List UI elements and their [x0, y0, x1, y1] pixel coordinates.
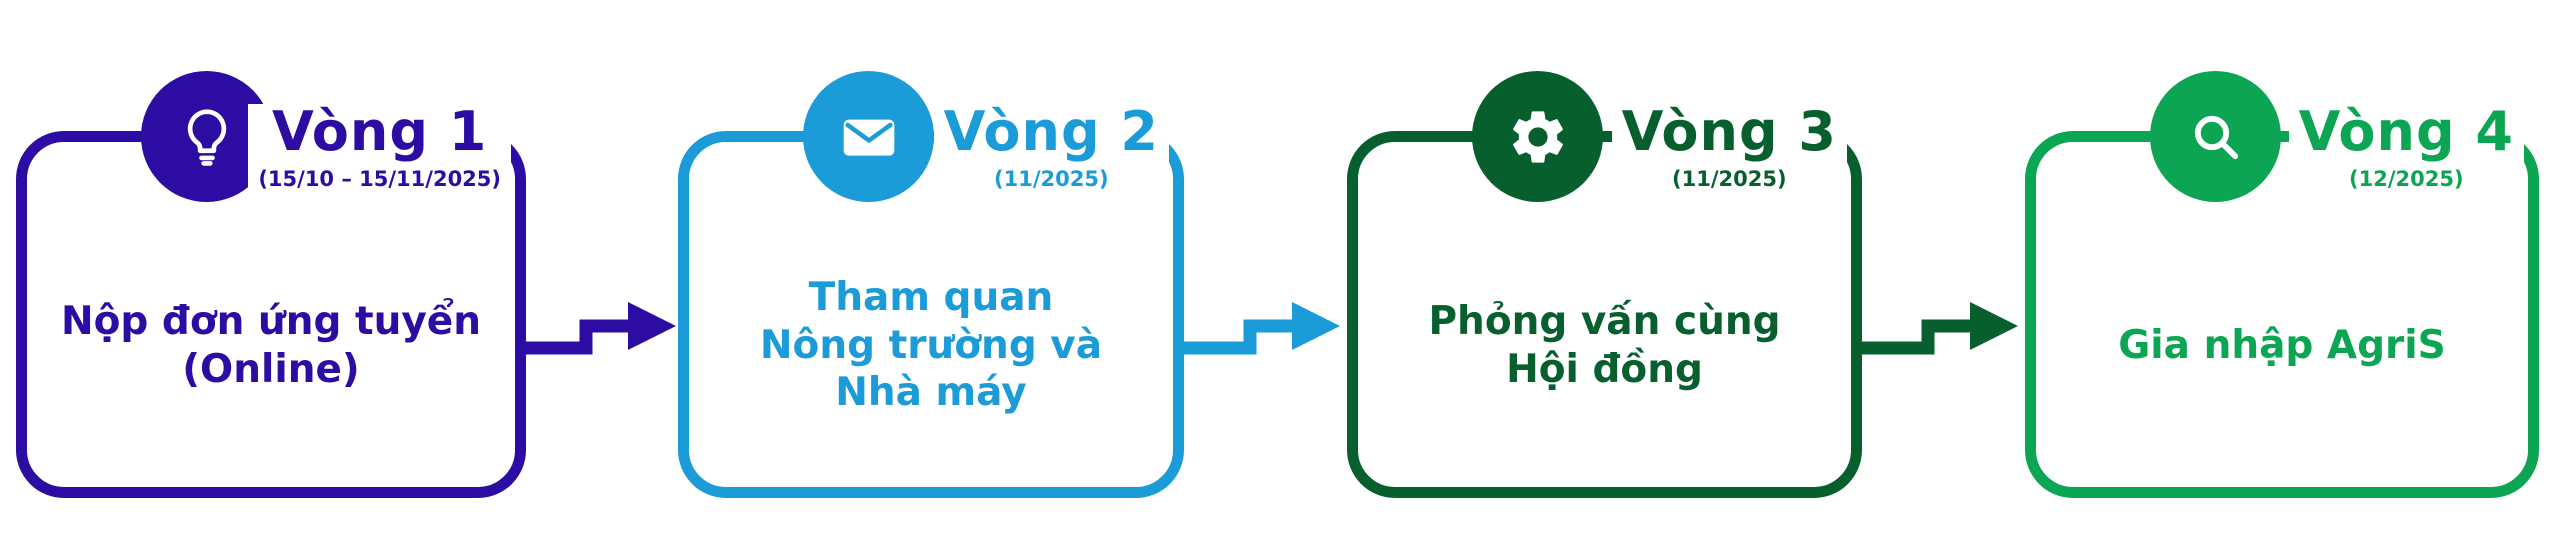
stage-2-date: (11/2025) — [994, 166, 1109, 191]
arrow-stage2-stage3 — [1180, 300, 1345, 360]
stage-vong-4: Vòng 4 (12/2025) Gia nhập AgriS — [2025, 71, 2539, 498]
stage-3-date: (11/2025) — [1672, 166, 1787, 191]
stage-3-description: Phỏng vấn cùng Hội đồng — [1358, 142, 1851, 487]
stage-2-line-1: Tham quan — [808, 275, 1054, 321]
stage-1-title: Vòng 1 — [271, 100, 488, 163]
stage-2-description: Tham quan Nông trường và Nhà máy — [689, 142, 1173, 487]
gear-icon — [1472, 71, 1603, 202]
stage-1-line-1: Nộp đơn ứng tuyển — [60, 298, 482, 344]
stage-2-line-2: Nông trường và — [759, 322, 1103, 368]
stage-1-head: Vòng 1 (15/10 – 15/11/2025) — [248, 100, 511, 191]
stage-2-head: Vòng 2 (11/2025) — [933, 100, 1169, 191]
stage-vong-1: Vòng 1 (15/10 – 15/11/2025) Nộp đơn ứng … — [16, 71, 526, 498]
stage-3-title: Vòng 3 — [1621, 100, 1837, 163]
stage-1-line-2: (Online) — [182, 346, 360, 392]
stage-4-line-1: Gia nhập AgriS — [2118, 322, 2446, 368]
stage-4-head: Vòng 4 (12/2025) — [2288, 100, 2524, 191]
stage-vong-3: Vòng 3 (11/2025) Phỏng vấn cùng Hội đồng — [1347, 71, 1862, 498]
stage-3-line-2: Hội đồng — [1506, 346, 1703, 392]
stage-vong-2: Vòng 2 (11/2025) Tham quan Nông trường v… — [678, 71, 1184, 498]
stage-3-head: Vòng 3 (11/2025) — [1611, 100, 1847, 191]
stage-2-title: Vòng 2 — [943, 100, 1159, 163]
stage-1-date: (15/10 – 15/11/2025) — [258, 166, 501, 191]
stage-4-title: Vòng 4 — [2298, 100, 2514, 163]
stage-2-line-3: Nhà máy — [835, 370, 1027, 416]
mail-icon — [803, 71, 934, 202]
stage-3-line-1: Phỏng vấn cùng — [1428, 298, 1781, 344]
arrow-stage3-stage4 — [1858, 300, 2023, 360]
stage-1-description: Nộp đơn ứng tuyển (Online) — [27, 142, 515, 487]
stage-4-description: Gia nhập AgriS — [2036, 142, 2528, 487]
search-icon — [2150, 71, 2281, 202]
stage-4-date: (12/2025) — [2349, 166, 2464, 191]
arrow-stage1-stage2 — [516, 300, 681, 360]
